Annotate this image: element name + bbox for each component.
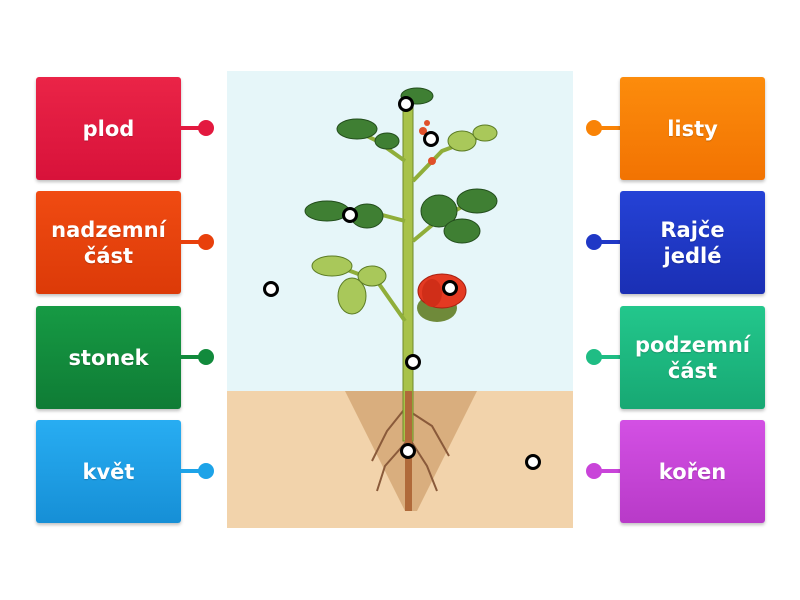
connector-line bbox=[595, 240, 620, 244]
label-rajce-jedle[interactable]: Rajče jedlé bbox=[620, 191, 765, 294]
connector-line bbox=[595, 126, 620, 130]
label-koren[interactable]: kořen bbox=[620, 420, 765, 523]
label-text: kořen bbox=[658, 459, 727, 484]
tomato-plant-illustration bbox=[304, 87, 498, 511]
drop-marker-1[interactable] bbox=[398, 96, 414, 112]
connector-dot[interactable] bbox=[198, 120, 214, 136]
label-nadzemni-cast[interactable]: nadzemní část bbox=[36, 191, 181, 294]
connector-dot[interactable] bbox=[586, 349, 602, 365]
connector-line bbox=[595, 469, 620, 473]
label-text: stonek bbox=[68, 345, 149, 370]
label-text: Rajče jedlé bbox=[660, 217, 725, 268]
drop-marker-4[interactable] bbox=[263, 281, 279, 297]
drop-marker-5[interactable] bbox=[442, 280, 458, 296]
label-kvet[interactable]: květ bbox=[36, 420, 181, 523]
sky-background bbox=[227, 71, 573, 391]
label-stonek[interactable]: stonek bbox=[36, 306, 181, 409]
label-plod[interactable]: plod bbox=[36, 77, 181, 180]
label-text: nadzemní část bbox=[51, 217, 166, 268]
label-text: plod bbox=[82, 116, 135, 141]
label-text: květ bbox=[82, 459, 135, 484]
connector-dot[interactable] bbox=[586, 463, 602, 479]
connector-dot[interactable] bbox=[586, 120, 602, 136]
connector-line bbox=[181, 355, 205, 359]
connector-line bbox=[181, 469, 205, 473]
label-text: podzemní část bbox=[635, 332, 750, 383]
plant-diagram bbox=[227, 71, 573, 528]
drop-marker-8[interactable] bbox=[525, 454, 541, 470]
connector-line bbox=[595, 355, 620, 359]
drop-marker-3[interactable] bbox=[342, 207, 358, 223]
drop-marker-7[interactable] bbox=[400, 443, 416, 459]
connector-dot[interactable] bbox=[198, 463, 214, 479]
connector-dot[interactable] bbox=[586, 234, 602, 250]
label-podzemni-cast[interactable]: podzemní část bbox=[620, 306, 765, 409]
connector-dot[interactable] bbox=[198, 234, 214, 250]
drop-marker-6[interactable] bbox=[405, 354, 421, 370]
label-text: listy bbox=[667, 116, 718, 141]
connector-dot[interactable] bbox=[198, 349, 214, 365]
drop-marker-2[interactable] bbox=[423, 131, 439, 147]
connector-line bbox=[181, 126, 205, 130]
connector-line bbox=[181, 240, 205, 244]
label-listy[interactable]: listy bbox=[620, 77, 765, 180]
